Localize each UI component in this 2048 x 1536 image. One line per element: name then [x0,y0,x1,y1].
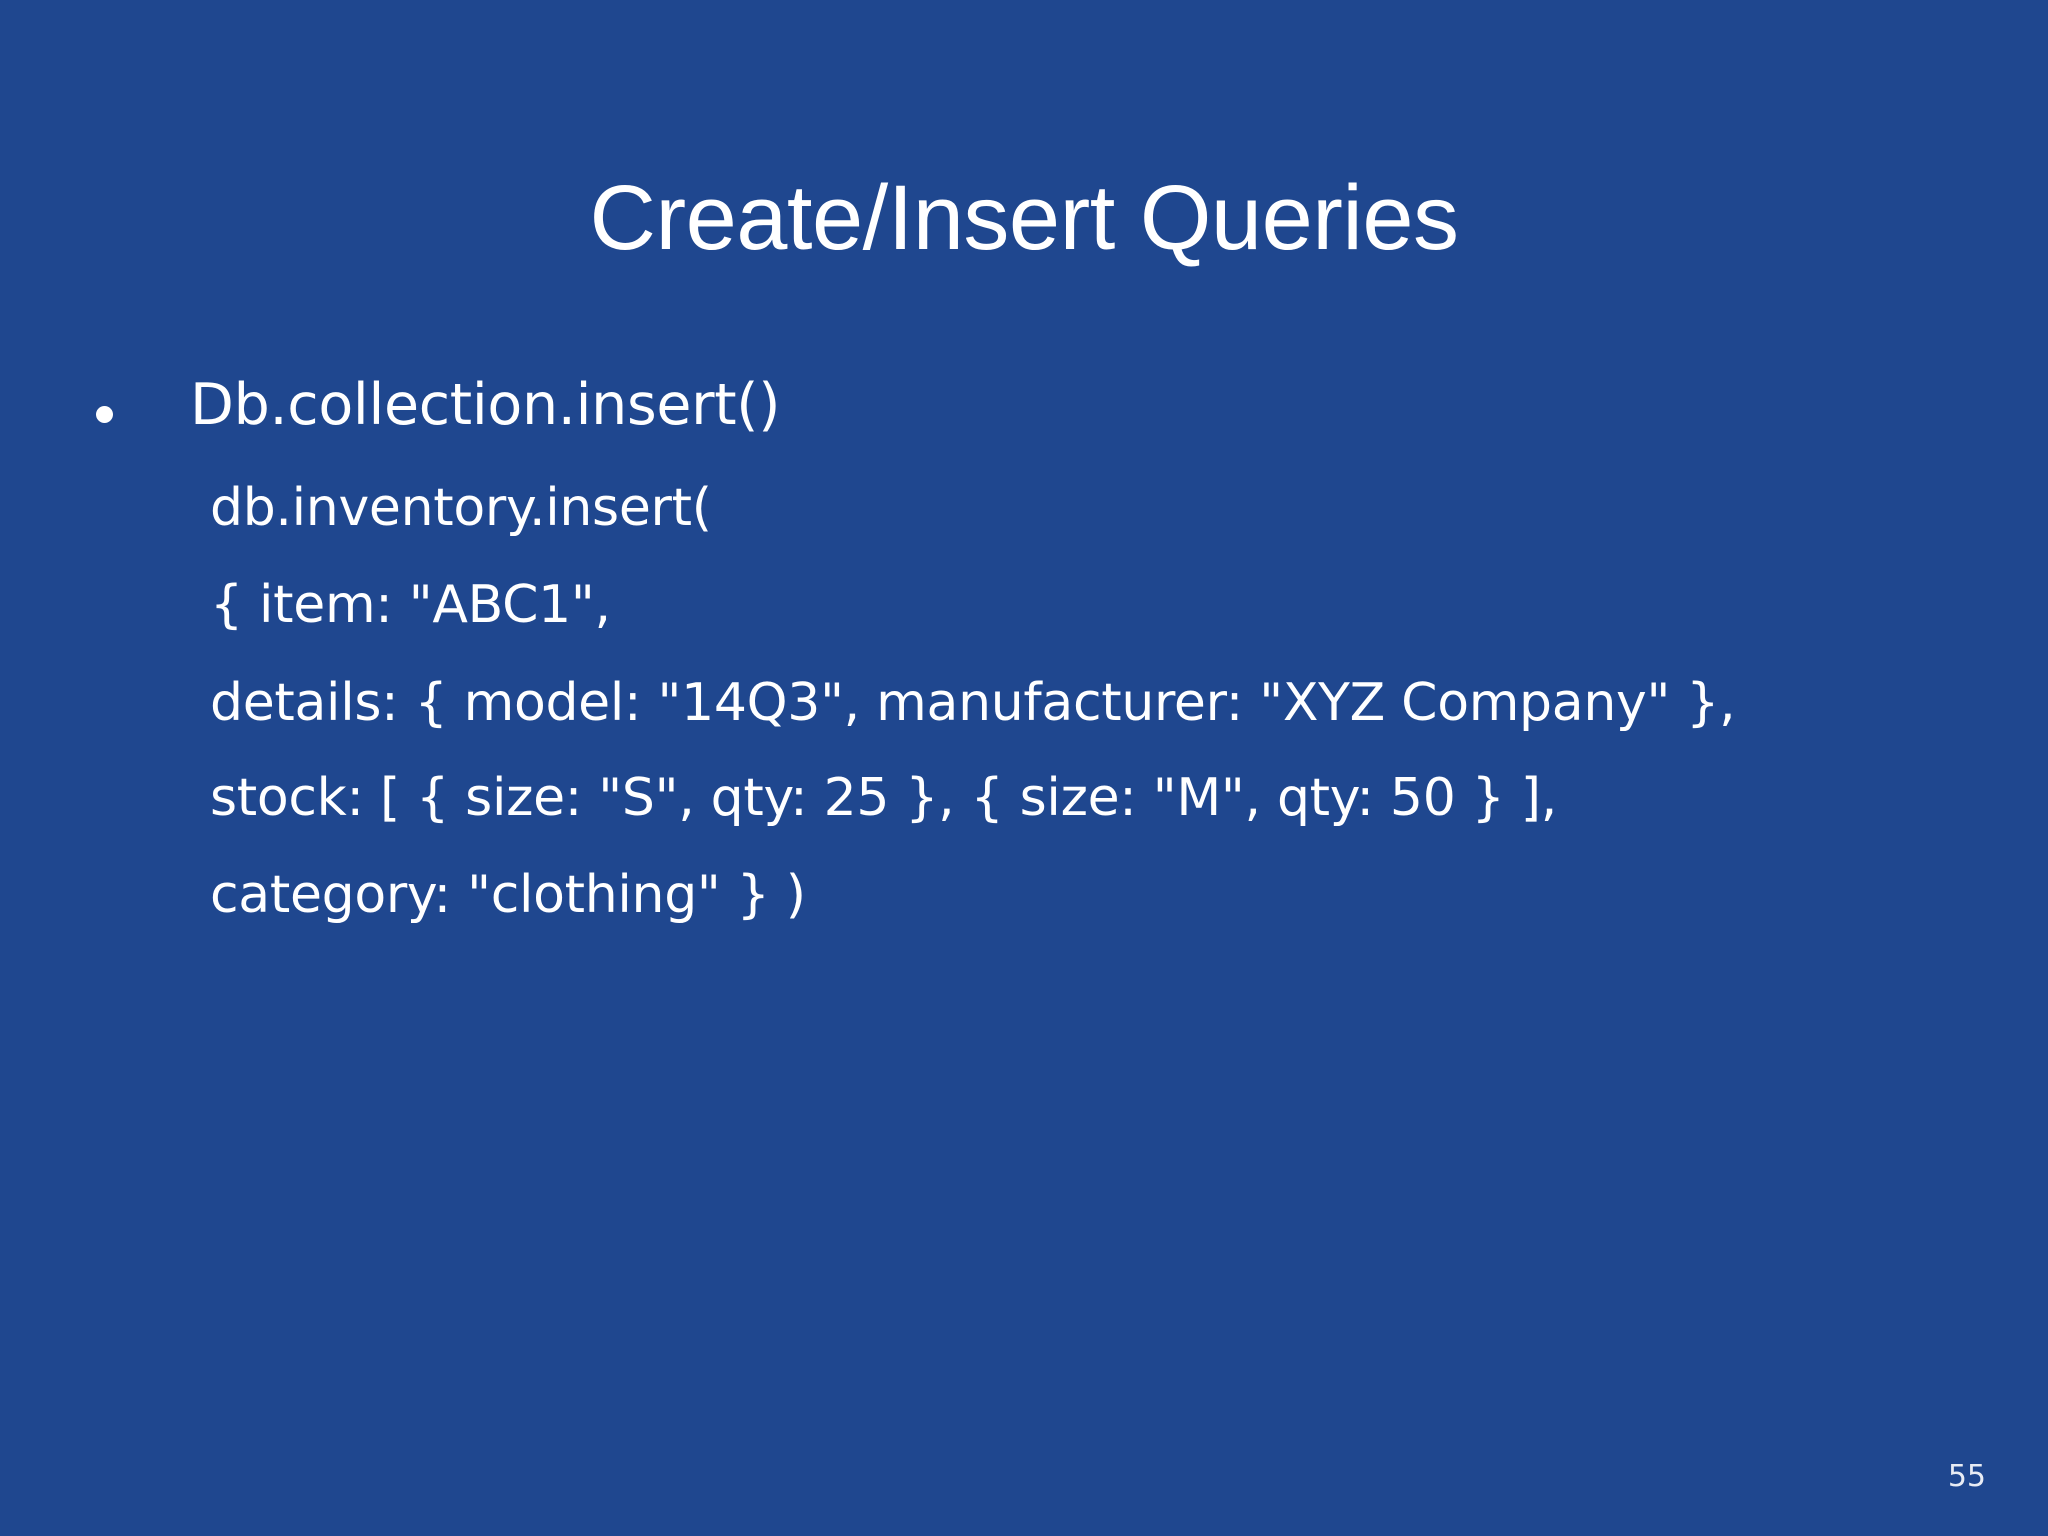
page-number: 55 [1947,1459,1986,1494]
code-line: { item: "ABC1", [210,575,611,636]
code-line: details: { model: "14Q3", manufacturer: … [210,672,1736,733]
bullet-item-label: Db.collection.insert() [190,372,781,438]
code-line: stock: [ { size: "S", qty: 25 }, { size:… [210,768,1557,829]
page-title: Create/Insert Queries [589,166,1459,269]
slide-title-block: Create/Insert Queries [0,108,2048,328]
code-line: category: "clothing" } ) [210,865,806,926]
code-line: db.inventory.insert( [210,478,712,538]
code-block: db.inventory.insert( { item: "ABC1", det… [0,478,1920,927]
slide-body: Db.collection.insert() db.inventory.inse… [0,372,1920,927]
bullet-dot-icon [96,406,113,423]
list-item: Db.collection.insert() [0,372,1920,464]
